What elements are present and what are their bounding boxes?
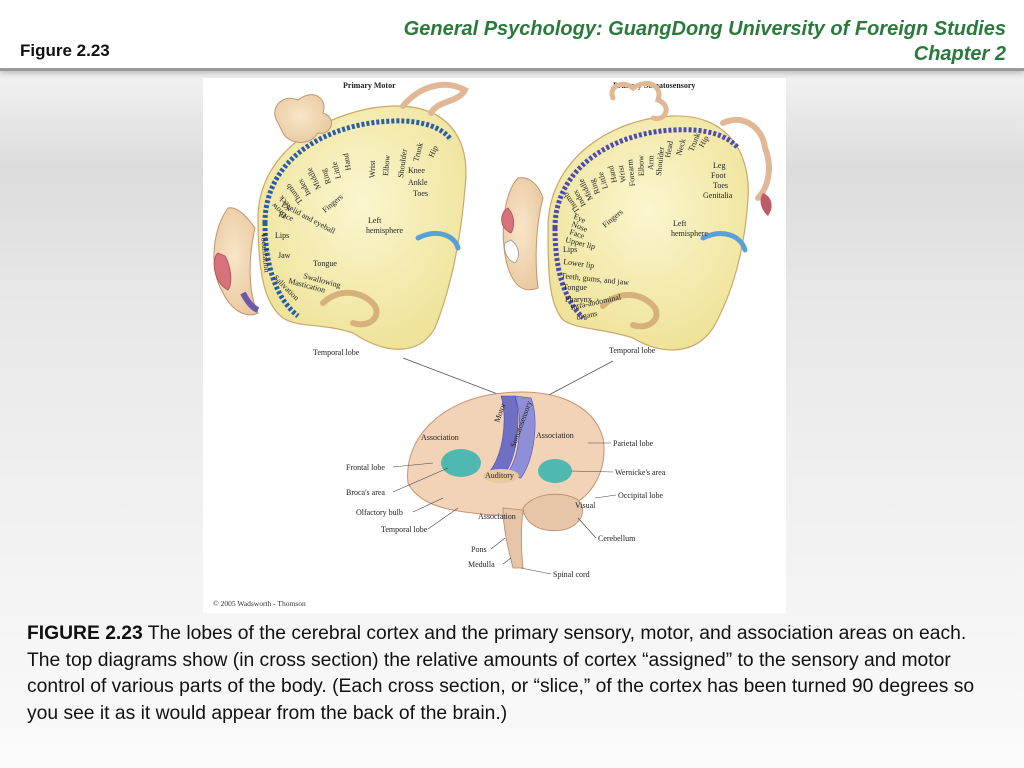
brocas-area-region (441, 449, 481, 477)
brain-label-pons: Pons (471, 545, 487, 554)
motor-homunculus-leg (400, 81, 470, 116)
brain-label-olfactory-bulb: Olfactory bulb (356, 508, 403, 517)
brain-label-temporal-lobe: Temporal lobe (381, 525, 428, 534)
motor-label-temporal: Temporal lobe (313, 348, 360, 357)
header-bar: Figure 2.23 General Psychology: GuangDon… (0, 0, 1024, 71)
brain-diagram: Primary Motor Hip Trunk Shoulder Elbow W… (213, 81, 772, 608)
motor-label-little: Little (330, 160, 343, 180)
somato-homunculus-hand (609, 81, 669, 122)
brain-label-association-bottom: Association (478, 512, 516, 521)
somato-homunculus-genitalia (760, 193, 772, 216)
motor-label-vocalization: Vocalization (259, 232, 271, 272)
somato-label-wrist: Wrist (616, 164, 628, 184)
somato-label-hand: Hand (606, 165, 619, 184)
somato-label-temporal: Temporal lobe (609, 346, 656, 355)
somato-label-genitalia: Genitalia (703, 191, 733, 200)
motor-label-left: Left (368, 216, 382, 225)
somato-label-foot: Foot (711, 171, 726, 180)
somato-label-toes: Toes (713, 181, 728, 190)
somato-label-elbow: Elbow (636, 155, 646, 176)
somato-label-leg: Leg (713, 161, 725, 170)
somato-label-lower-lip: Lower lip (563, 257, 595, 270)
copyright-notice: © 2005 Wadsworth - Thomson (213, 599, 306, 608)
motor-homunculus-panel: Primary Motor Hip Trunk Shoulder Elbow W… (213, 81, 470, 357)
motor-label-ankle: Ankle (408, 178, 428, 187)
somato-label-neck: Neck (674, 138, 687, 157)
brain-label-auditory: Auditory (485, 471, 514, 480)
motor-temporal-fold (320, 289, 380, 328)
brainstem-shape (502, 507, 524, 569)
brain-label-spinal-cord: Spinal cord (553, 570, 590, 579)
somato-homunculus-leg (720, 116, 772, 201)
wernickes-area-region (538, 459, 572, 483)
brain-label-brocas-area: Broca's area (346, 488, 385, 497)
motor-label-lips: Lips (275, 231, 289, 240)
caption-figure-number: FIGURE 2.23 (27, 623, 143, 644)
motor-hemisphere-shape (257, 105, 467, 350)
caption-text: The lobes of the cerebral cortex and the… (27, 623, 975, 724)
somato-homunculus-teeth (504, 239, 519, 264)
somato-label-lips: Lips (563, 245, 577, 254)
cerebellum-shape (522, 493, 583, 532)
somato-label-pharynx: Pharynx (565, 295, 592, 304)
motor-label-toes: Toes (413, 189, 428, 198)
somato-label-tongue: Tongue (563, 283, 587, 292)
motor-homunculus-tongue (213, 252, 232, 291)
somato-homunculus-face (502, 177, 544, 291)
motor-label-elbow: Elbow (381, 154, 392, 176)
somato-label-organs: organs (576, 309, 599, 322)
somato-label-shoulder: Shoulder (654, 146, 666, 176)
auditory-region (483, 469, 519, 483)
figure-caption: FIGURE 2.23 The lobes of the cerebral co… (27, 621, 1002, 727)
motor-label-tongue: Tongue (313, 259, 337, 268)
somato-label-forearm: Forearm (625, 158, 637, 187)
course-title: General Psychology: GuangDong University… (404, 17, 1006, 67)
brain-label-association-back: Association (536, 431, 574, 440)
figure-label: Figure 2.23 (20, 41, 110, 60)
somato-label-head: Head (663, 140, 675, 158)
brain-label-wernickes-area: Wernicke's area (615, 468, 666, 477)
somatosensory-homunculus-panel: Primary Somatosensory Hip Trunk Neck Hea… (501, 81, 772, 355)
course-title-line1: General Psychology: GuangDong University… (403, 18, 1006, 40)
figure-image: Primary Motor Hip Trunk Shoulder Elbow W… (203, 78, 786, 613)
brain-label-visual: Visual (575, 501, 596, 510)
motor-cortex-band (262, 118, 454, 224)
motor-label-shoulder: Shoulder (396, 148, 409, 178)
somato-label-arm: Arm (646, 154, 656, 170)
motor-title: Primary Motor (343, 81, 396, 90)
brain-label-parietal-lobe: Parietal lobe (613, 439, 654, 448)
motor-label-jaw: Jaw (278, 251, 291, 260)
brain-label-frontal-lobe: Frontal lobe (346, 463, 385, 472)
motor-label-hemisphere: hemisphere (366, 226, 403, 235)
brain-label-occipital-lobe: Occipital lobe (618, 491, 664, 500)
course-title-line2: Chapter 2 (913, 43, 1006, 65)
connector-line-somato (542, 360, 614, 399)
lateral-brain-panel: Motor Somatosensory Association Associat… (346, 391, 666, 579)
somato-label-left: Left (673, 219, 687, 228)
brain-label-medulla: Medulla (468, 560, 495, 569)
motor-homunculus-hand (274, 94, 332, 143)
somato-hemisphere-shape (547, 115, 749, 351)
brain-label-association-front: Association (421, 433, 459, 442)
motor-label-knee: Knee (408, 166, 425, 175)
somato-cortex-band (552, 127, 740, 229)
motor-label-hand: Hand (341, 153, 353, 172)
somato-label-hemisphere: hemisphere (671, 229, 708, 238)
brain-label-cerebellum: Cerebellum (598, 534, 636, 543)
somato-homunculus-lips (501, 207, 515, 234)
somatosensory-strip (504, 395, 536, 479)
connector-line-motor (402, 357, 509, 399)
motor-label-wrist: Wrist (368, 160, 377, 178)
